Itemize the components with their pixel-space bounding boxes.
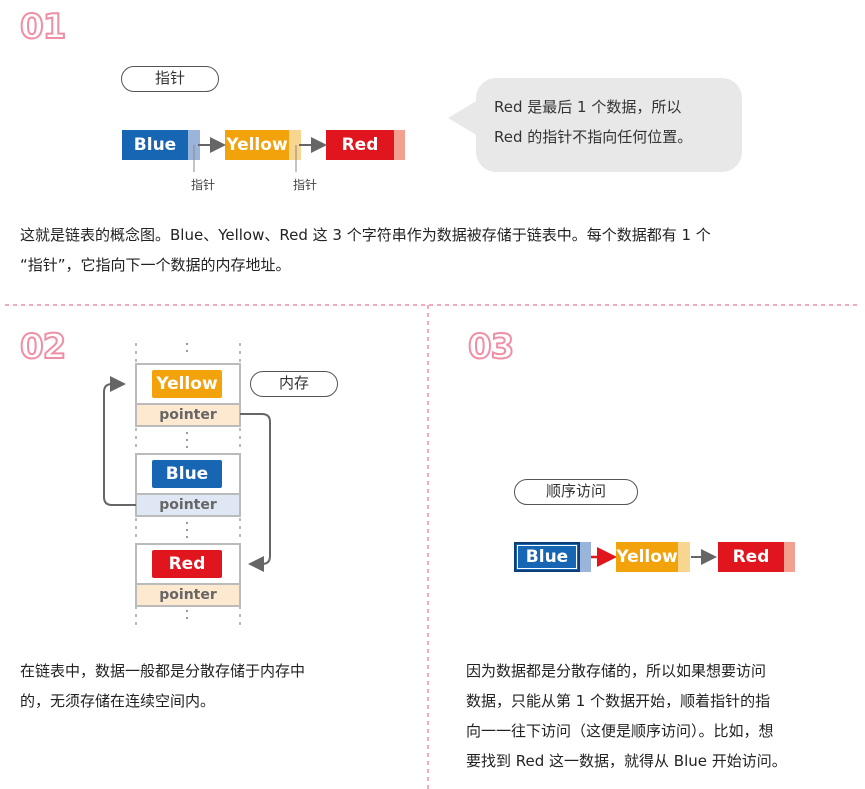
memory-block-red: Red [152, 550, 222, 578]
arrow-blue-to-yellow-mem [103, 376, 136, 506]
seq-node-yellow: Yellow [616, 542, 678, 572]
memory-pointer-blue: pointer [137, 495, 239, 515]
memory-block-yellow: Yellow [152, 370, 222, 398]
node-yellow-pointer [289, 130, 301, 160]
pointer-caption-2: 指针 [293, 178, 318, 192]
node-yellow: Yellow [225, 130, 289, 160]
bubble-tail [448, 100, 478, 136]
memory-pill-label: 内存 [250, 371, 338, 397]
bubble-line-2: Red 的指针不指向任何位置。 [494, 128, 693, 146]
node-blue: Blue [122, 130, 188, 160]
pointer-pill-label: 指针 [121, 66, 219, 92]
node-red-pointer [394, 130, 405, 160]
section3-description: 因为数据都是分散存储的，所以如果想要访问 数据，只能从第 1 个数据开始，顺着指… [466, 656, 856, 776]
section3-line-2: 数据，只能从第 1 个数据开始，顺着指针的指 [466, 692, 771, 710]
arrow-yellow-to-red-mem [240, 413, 271, 572]
seq-node-red: Red [718, 542, 784, 572]
section3-line-1: 因为数据都是分散存储的，所以如果想要访问 [466, 662, 767, 680]
section-number-1: 01 [19, 7, 67, 47]
speech-bubble: Red 是最后 1 个数据，所以 Red 的指针不指向任何位置。 [476, 78, 742, 172]
section2-line-2: 的，无须存储在连续空间内。 [20, 692, 216, 710]
sequential-access-pill: 顺序访问 [514, 479, 638, 505]
section1-line-2: “指针”，它指向下一个数据的内存地址。 [20, 256, 291, 274]
section-number-2: 02 [19, 327, 67, 367]
section2-description: 在链表中，数据一般都是分散存储于内存中 的，无须存储在连续空间内。 [20, 656, 420, 716]
bubble-line-1: Red 是最后 1 个数据，所以 [494, 98, 682, 116]
memory-pointer-yellow: pointer [137, 405, 239, 425]
node-red: Red [326, 130, 394, 160]
section2-line-1: 在链表中，数据一般都是分散存储于内存中 [20, 662, 306, 680]
seq-node-blue: Blue [514, 542, 580, 572]
section1-description: 这就是链表的概念图。Blue、Yellow、Red 这 3 个字符串作为数据被存… [20, 220, 850, 280]
seq-node-red-pointer [784, 542, 795, 572]
pointer-caption-1: 指针 [191, 178, 216, 192]
section1-line-1: 这就是链表的概念图。Blue、Yellow、Red 这 3 个字符串作为数据被存… [20, 226, 711, 244]
section-number-3: 03 [467, 327, 515, 367]
memory-pointer-red: pointer [137, 585, 239, 605]
section3-line-3: 向一一往下访问（这便是顺序访问）。比如，想 [466, 722, 774, 740]
memory-block-blue: Blue [152, 460, 222, 488]
seq-node-blue-pointer [580, 542, 591, 572]
section3-line-4: 要找到 Red 这一数据，就得从 Blue 开始访问。 [466, 752, 787, 770]
seq-node-yellow-pointer [678, 542, 690, 572]
